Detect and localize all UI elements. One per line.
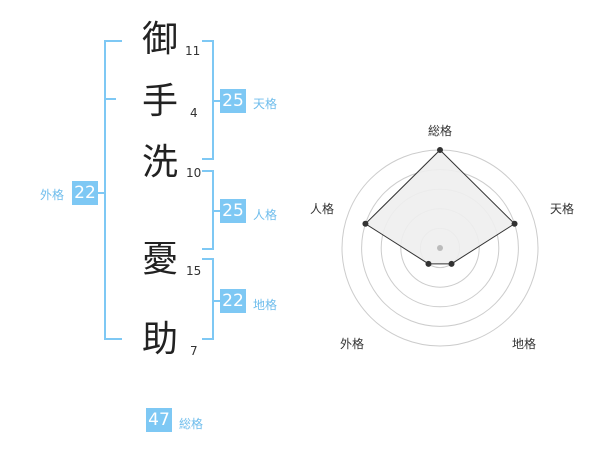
- radar-axis-label-tenkaku: 天格: [550, 202, 575, 216]
- radar-center-point: [437, 245, 443, 251]
- soukaku-label: 総格: [179, 417, 204, 431]
- radar-data-point: [425, 260, 432, 267]
- radar-value-polygon: [364, 149, 516, 265]
- chikaku-badge: 22: [220, 289, 246, 313]
- name-char-5: 助: [141, 319, 178, 360]
- jinkaku-label: 人格: [253, 208, 278, 222]
- jinkaku-bracket-bottom: [202, 248, 214, 250]
- gaikaku-badge: 22: [72, 181, 98, 205]
- radar-data-point: [437, 147, 443, 153]
- name-char-1: 御: [141, 19, 178, 60]
- radar-data-point: [362, 220, 369, 227]
- gaikaku-bracket-bottom: [104, 338, 122, 340]
- radar-axis-label-soukaku: 総格: [428, 124, 453, 138]
- gaikaku-connector: [98, 192, 106, 194]
- radar-axis-label-gaikaku: 外格: [340, 337, 365, 351]
- stroke-count-4: 15: [186, 264, 202, 278]
- name-char-4: 憂: [141, 239, 178, 280]
- tenkaku-badge: 25: [220, 89, 246, 113]
- stroke-count-3: 10: [186, 166, 202, 180]
- stroke-count-5: 7: [190, 344, 198, 358]
- gaikaku-label: 外格: [40, 188, 65, 202]
- jinkaku-bracket-top: [202, 170, 214, 172]
- stroke-count-1: 11: [185, 44, 201, 58]
- soukaku-badge: 47: [146, 408, 172, 432]
- tenkaku-label: 天格: [253, 97, 278, 111]
- gaikaku-bracket-line: [104, 40, 106, 340]
- chikaku-bracket-line: [212, 258, 214, 340]
- jinkaku-connector: [212, 210, 222, 212]
- chikaku-bracket-bottom: [202, 338, 214, 340]
- tenkaku-connector: [212, 100, 222, 102]
- chikaku-bracket-top: [202, 258, 214, 260]
- fortune-radar-chart: [341, 147, 539, 347]
- name-char-2: 手: [141, 81, 178, 122]
- name-char-3: 洗: [141, 142, 178, 183]
- jinkaku-badge: 25: [220, 199, 246, 223]
- radar-axis-label-chikaku: 地格: [512, 337, 537, 351]
- chikaku-label: 地格: [253, 298, 278, 312]
- chikaku-connector: [212, 300, 222, 302]
- radar-data-point: [511, 220, 518, 227]
- gaikaku-bracket-mid: [104, 98, 116, 100]
- stroke-count-2: 4: [190, 106, 198, 120]
- gaikaku-bracket-top: [104, 40, 122, 42]
- tenkaku-bracket-bottom: [202, 158, 214, 160]
- radar-axis-label-jinkaku: 人格: [310, 202, 335, 216]
- radar-data-point: [448, 260, 455, 267]
- tenkaku-bracket-top: [202, 40, 214, 42]
